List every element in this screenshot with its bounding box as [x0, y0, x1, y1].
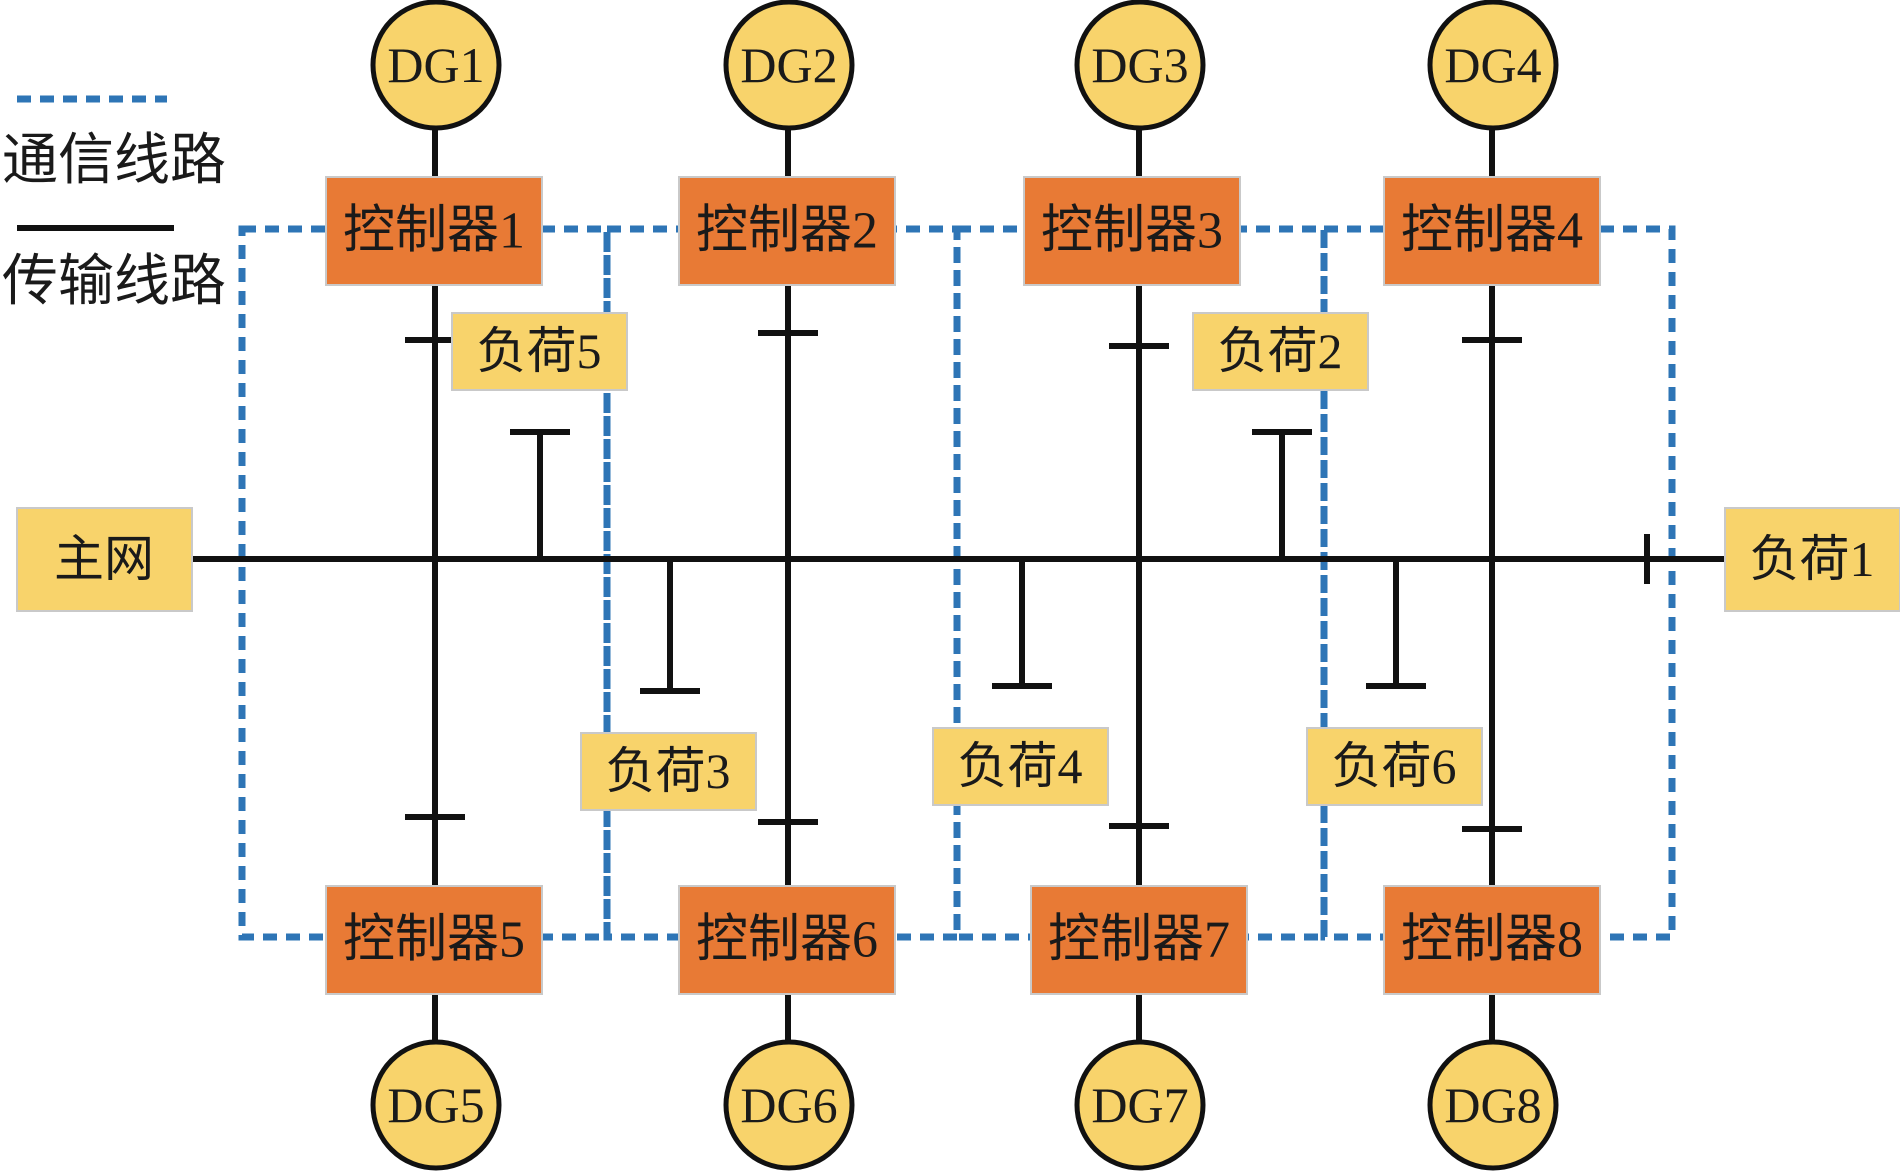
- controller1-box: [325, 176, 543, 286]
- legend-comm-label: 通信线路: [2, 130, 226, 192]
- dg7-circle: [1074, 1039, 1206, 1171]
- load2-label: 负荷2: [1218, 323, 1343, 379]
- dg4-circle: [1427, 0, 1559, 131]
- controller7-label: 控制器7: [1048, 912, 1230, 969]
- dg7-label: DG7: [1091, 1077, 1188, 1133]
- controller6-box: [678, 885, 896, 995]
- load6-box: [1306, 727, 1483, 806]
- dg6-label: DG6: [740, 1077, 837, 1133]
- controller2-label: 控制器2: [696, 203, 878, 260]
- legend-trans-label: 传输线路: [2, 251, 226, 313]
- load4-box: [932, 727, 1109, 806]
- load1-box: [1724, 507, 1900, 612]
- controller3-box: [1023, 176, 1241, 286]
- main-grid-box: [16, 507, 193, 612]
- main-grid-label: 主网: [54, 531, 154, 587]
- loads: 主网 负荷1 负荷2 负荷3 负荷4 负荷5 负荷6: [16, 312, 1900, 811]
- controller5-box: [325, 885, 543, 995]
- controller6-label: 控制器6: [696, 912, 878, 969]
- dg4-label: DG4: [1444, 37, 1541, 93]
- controllers: 控制器1 控制器2 控制器3 控制器4 控制器5 控制器6 控制器7 控制器8: [325, 176, 1601, 995]
- controller8-box: [1383, 885, 1601, 995]
- dg6-circle: [723, 1039, 855, 1171]
- load4-label: 负荷4: [958, 738, 1083, 794]
- controller7-box: [1030, 885, 1248, 995]
- load5-box: [451, 312, 628, 391]
- dg2-label: DG2: [740, 37, 837, 93]
- controller4-box: [1383, 176, 1601, 286]
- controller5-label: 控制器5: [343, 912, 525, 969]
- load3-label: 负荷3: [606, 743, 731, 799]
- dg8-circle: [1427, 1039, 1559, 1171]
- distributed-generators: DG1 DG2 DG3 DG4 DG5 DG6 DG7 DG8: [370, 0, 1559, 1171]
- dg1-label: DG1: [387, 37, 484, 93]
- controller3-label: 控制器3: [1041, 203, 1223, 260]
- load5-label: 负荷5: [477, 323, 602, 379]
- load3-box: [580, 732, 757, 811]
- dg3-circle: [1074, 0, 1206, 131]
- controller2-box: [678, 176, 896, 286]
- dg8-label: DG8: [1444, 1077, 1541, 1133]
- load2-box: [1192, 312, 1369, 391]
- load1-label: 负荷1: [1750, 531, 1875, 587]
- dg5-circle: [370, 1039, 502, 1171]
- controller4-label: 控制器4: [1401, 203, 1583, 260]
- dg5-label: DG5: [387, 1077, 484, 1133]
- dg1-circle: [370, 0, 502, 131]
- dg3-label: DG3: [1091, 37, 1188, 93]
- controller1-label: 控制器1: [343, 203, 525, 260]
- controller8-label: 控制器8: [1401, 912, 1583, 969]
- load6-label: 负荷6: [1332, 738, 1457, 794]
- legend: 通信线路 传输线路: [2, 95, 226, 313]
- dg2-circle: [723, 0, 855, 131]
